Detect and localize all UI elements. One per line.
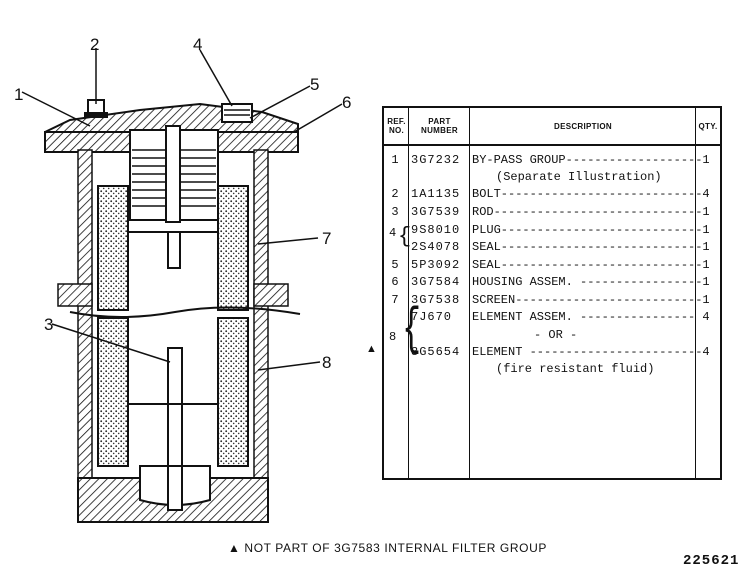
table-row: 6 3G7584 HOUSING ASSEM. -----------------1 [384,274,720,291]
header-ref: REF. NO. [387,117,406,135]
table-row: 2S4078 SEAL----------------------------1 [384,239,720,256]
part-number-cell: 3G7539 [411,205,461,219]
filter-cross-section-drawing: 1 2 3 4 5 6 7 8 [14,35,351,523]
description-cell: SEAL---------------------------- [472,240,703,254]
description-cell: ELEMENT ------------------------ [472,345,703,359]
part-number-cell: 5P3092 [411,258,461,272]
table-row: 5 5P3092 SEAL----------------------------1 [384,257,720,274]
header-part-number: PART NUMBER [421,117,458,135]
qty-cell: 1 [702,240,710,254]
description-cell: SEAL---------------------------- [472,258,703,272]
table-row: (fire resistant fluid) [384,361,720,378]
part-number-cell: 3G7584 [411,275,461,289]
col-part [409,108,470,478]
group-ref-element: 8 [389,330,397,344]
table-row: 7 3G7538 SCREEN--------------------------1 [384,292,720,309]
filter-element-left-lower [97,317,129,467]
description-cell: PLUG---------------------------- [472,223,703,237]
col-ref [384,108,409,478]
plug [221,103,253,123]
note-mark-table: ▲ [366,343,377,355]
filter-element-right-lower [217,317,249,467]
qty-cell: 1 [702,153,710,167]
callout-1: 1 [14,85,23,104]
callout-8: 8 [322,353,331,372]
table-row: - OR - [384,327,720,344]
qty-cell: 1 [702,205,710,219]
part-number-cell: 3G5654 [411,345,461,359]
qty-cell: 4 [702,310,710,324]
table-row: 9S8010 PLUG----------------------------1 [384,222,720,239]
part-number-cell: 3G7232 [411,153,461,167]
callout-2: 2 [90,35,99,54]
footnote-text: NOT PART OF 3G7583 INTERNAL FILTER GROUP [244,541,547,555]
description-cell: SCREEN-------------------------- [472,293,703,307]
description-cell: ELEMENT ASSEM. ---------------- [472,310,696,324]
qty-cell: 4 [702,345,710,359]
table-row: 3 3G7539 ROD-----------------------------1 [384,204,720,221]
qty-cell: 1 [702,258,710,272]
qty-cell: 4 [702,187,710,201]
part-number-cell: 2S4078 [411,240,461,254]
callout-3: 3 [44,315,53,334]
table-row: (Separate Illustration) [384,169,720,186]
ref-cell: 7 [391,293,399,307]
qty-cell: 1 [702,293,710,307]
footnote-mark: ▲ [228,541,241,555]
brace-element: { [402,300,421,359]
brace-plug-seal: { [398,224,412,249]
part-number-cell: 9S8010 [411,223,461,237]
callout-4: 4 [193,35,202,54]
description-cell: (fire resistant fluid) [496,362,655,376]
ref-cell: 5 [391,258,399,272]
part-number-cell: 1A1135 [411,187,461,201]
figure-number: 225621 [683,553,740,569]
description-cell: BY-PASS GROUP------------------- [472,153,703,167]
description-cell: ROD----------------------------- [472,205,703,219]
ref-cell: 2 [391,187,399,201]
ref-cell: 1 [391,153,399,167]
description-cell: (Separate Illustration) [496,170,662,184]
col-description [470,108,696,478]
callout-5: 5 [310,75,319,94]
footnote: ▲ NOT PART OF 3G7583 INTERNAL FILTER GRO… [228,541,547,555]
filter-element-right-upper [217,185,249,311]
header-qty: QTY. [698,121,718,131]
header-description: DESCRIPTION [554,121,612,131]
part-number-cell: 7J670 [411,310,453,324]
qty-cell: 1 [702,223,710,237]
housing-right-wall [253,149,269,523]
table-row: 7J670 ELEMENT ASSEM. ---------------- 4 [384,309,720,326]
description-cell: - OR - [534,328,578,342]
callout-6: 6 [342,93,351,112]
table-row: 2 1A1135 BOLT----------------------------4 [384,186,720,203]
description-cell: HOUSING ASSEM. ----------------- [472,275,703,289]
table-row: 3G5654 ELEMENT ------------------------4 [384,344,720,361]
part-number-cell: 3G7538 [411,293,461,307]
filter-element-left-upper [97,185,129,311]
callout-7: 7 [322,229,331,248]
qty-cell: 1 [702,275,710,289]
group-ref-plug-seal: 4 [389,226,397,240]
ref-cell: 3 [391,205,399,219]
description-cell: BOLT---------------------------- [472,187,703,201]
ref-cell: 6 [391,275,399,289]
